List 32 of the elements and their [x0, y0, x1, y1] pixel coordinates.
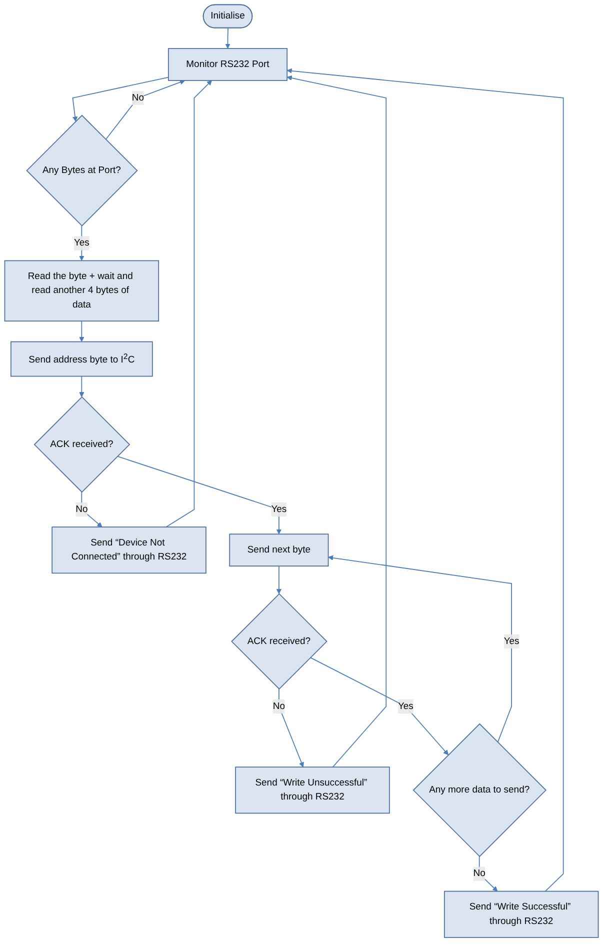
- node-diamond: ACK received?: [34, 396, 130, 493]
- arrow: [328, 555, 512, 743]
- node-box: Send “Write Unsuccessful” through RS232: [235, 766, 390, 814]
- edge-label: Yes: [271, 504, 287, 514]
- arrow: [117, 456, 282, 534]
- arrow: [79, 320, 84, 342]
- arrow: [72, 76, 169, 122]
- arrow: [166, 80, 212, 528]
- node-box: Read the byte + wait and read another 4 bytes of data: [4, 260, 160, 322]
- arrow: [286, 75, 387, 768]
- arrow: [278, 688, 304, 768]
- node-diamond: Any Bytes at Port?: [26, 114, 138, 226]
- edge-label: No: [272, 701, 285, 712]
- arrow: [310, 657, 449, 756]
- node-box: Send next byte: [229, 534, 329, 566]
- edge-label: Yes: [504, 636, 520, 646]
- arrow: [276, 566, 282, 594]
- edge-label: No: [132, 92, 144, 103]
- node-box: Send “Write Successful” through RS232: [444, 890, 599, 938]
- node-box: Monitor RS232 Port: [168, 48, 288, 81]
- edge-label: No: [76, 504, 88, 514]
- arrow: [79, 376, 84, 398]
- node-box: Send address byte to I$^{2}$C: [10, 341, 153, 377]
- node-box: Send “Device Not Connected” through RS232: [52, 526, 206, 574]
- edge-label: Yes: [398, 701, 414, 712]
- node-diamond: Any more data to send?: [412, 723, 546, 857]
- edge-label: Yes: [74, 238, 90, 248]
- edge-label: No: [473, 868, 486, 879]
- arrow: [79, 225, 84, 261]
- arrow: [225, 28, 230, 49]
- arrow: [105, 80, 186, 140]
- node-diamond: ACK received?: [231, 593, 328, 690]
